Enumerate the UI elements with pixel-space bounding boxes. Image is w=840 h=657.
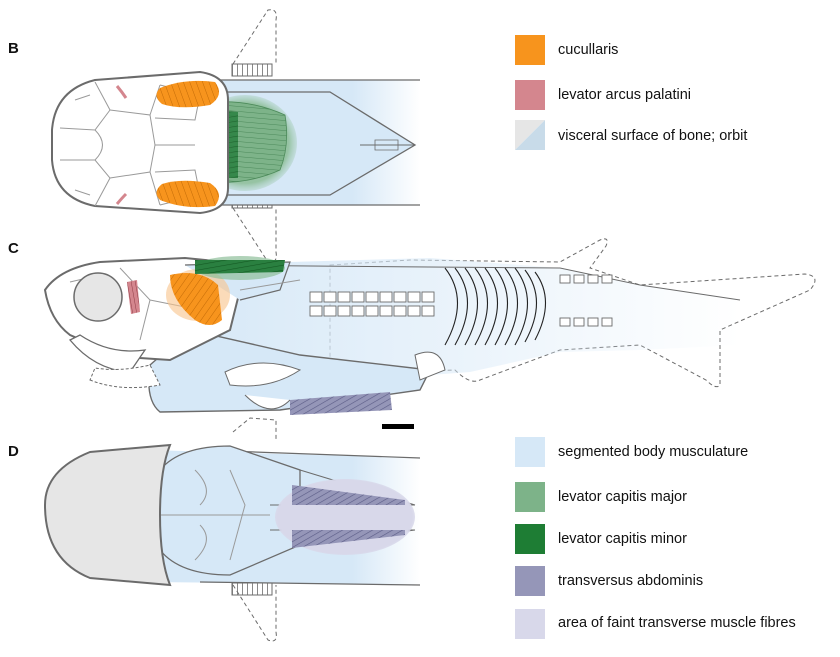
legend-label-segmented-body-musculature: segmented body musculature xyxy=(558,444,749,460)
swatch-visceral-surface xyxy=(515,120,545,150)
panel-label-d: D xyxy=(8,443,19,460)
legend-label-cucullaris: cucullaris xyxy=(558,42,619,58)
legend-label-faint-transverse-fibres: area of faint transverse muscle fibres xyxy=(558,615,796,631)
legend-label-transversus-abdominis: transversus abdominis xyxy=(558,573,704,589)
swatch-levator-arcus-palatini xyxy=(515,80,545,110)
panel-label-c: C xyxy=(8,240,19,257)
legend-label-visceral-surface: visceral surface of bone; orbit xyxy=(558,128,748,144)
legend-label-levator-arcus-palatini: levator arcus palatini xyxy=(558,87,691,103)
panel-c-specimen xyxy=(43,238,816,429)
swatch-cucullaris xyxy=(515,35,545,65)
swatch-segmented-body-musculature xyxy=(515,437,545,467)
panel-b-specimen xyxy=(51,9,420,263)
swatch-transversus-abdominis xyxy=(515,566,545,596)
swatch-levator-capitis-minor xyxy=(515,524,545,554)
swatch-levator-capitis-major xyxy=(515,482,545,512)
panel-d-specimen xyxy=(43,417,421,642)
scale-bar xyxy=(382,424,414,429)
legend-label-levator-capitis-minor: levator capitis minor xyxy=(558,531,687,547)
legend-label-levator-capitis-major: levator capitis major xyxy=(558,489,687,505)
panel-label-b: B xyxy=(8,40,19,57)
legend-swatches xyxy=(515,35,545,639)
swatch-faint-transverse-fibres xyxy=(515,609,545,639)
